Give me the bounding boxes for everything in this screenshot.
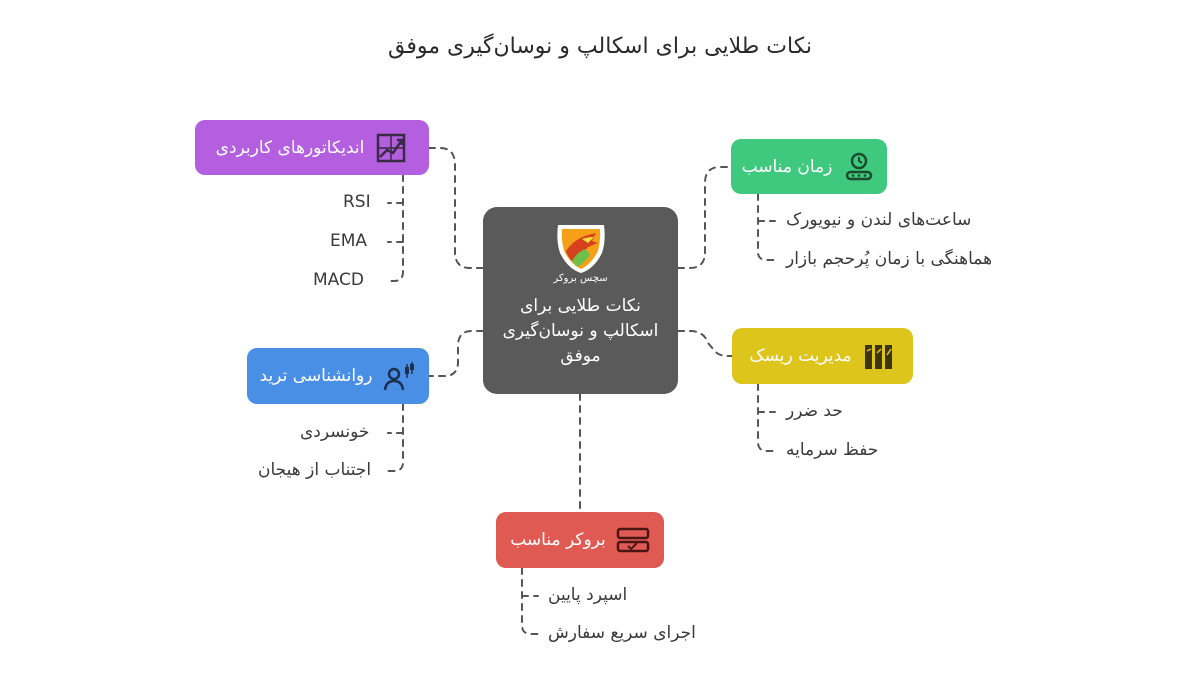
connector-timing-leaves xyxy=(757,193,776,261)
leaf-ema: EMA xyxy=(330,231,368,251)
central-topic-text: نکات طلایی برای اسکالپ و نوسان‌گیری موفق xyxy=(502,296,659,366)
connector-risk xyxy=(677,330,733,357)
leaf-macd: MACD xyxy=(313,270,364,290)
node-broker-label: بروکر مناسب xyxy=(510,530,606,550)
leaf-low-spread: اسپرد پایین xyxy=(548,585,628,605)
node-risk-management: مدیریت ریسک xyxy=(732,328,913,384)
broker-card-icon xyxy=(616,523,650,557)
node-risk-label: مدیریت ریسک xyxy=(749,346,852,366)
node-psychology-label: روانشناسی ترید xyxy=(259,366,373,386)
leaf-london-newyork: ساعت‌های لندن و نیویورک xyxy=(786,210,972,230)
connector-risk-leaves xyxy=(757,383,776,452)
leaf-calmness: خونسردی xyxy=(300,422,370,442)
clock-conveyor-icon xyxy=(842,150,876,184)
connector-indicators xyxy=(428,147,484,269)
node-indicators-label: اندیکاتورهای کاربردی xyxy=(215,137,365,158)
leaf-high-volume-time: هماهنگی با زمان پُرحجم بازار xyxy=(786,249,993,269)
connector-psychology xyxy=(428,330,484,377)
node-timing: زمان مناسب xyxy=(731,139,887,194)
leaf-fast-execution: اجرای سریع سفارش xyxy=(548,623,696,643)
trader-person-icon xyxy=(382,359,416,393)
node-psychology: روانشناسی ترید xyxy=(247,348,429,404)
brand-logo-text: سچس بروکر xyxy=(553,273,608,284)
connector-broker-leaves xyxy=(521,567,539,635)
node-indicators: اندیکاتورهای کاربردی xyxy=(195,120,429,175)
page-title: نکات طلایی برای اسکالپ و نوسان‌گیری موفق xyxy=(388,34,812,59)
connector-indicators-leaves xyxy=(387,174,404,282)
leaf-rsi: RSI xyxy=(343,192,371,212)
central-topic-node: سچس بروکر نکات طلایی برای اسکالپ و نوسان… xyxy=(483,207,678,394)
node-timing-label: زمان مناسب xyxy=(741,156,833,177)
chart-growth-icon xyxy=(374,131,408,165)
strategy-blocks-icon xyxy=(862,339,896,373)
leaf-capital-preservation: حفظ سرمایه xyxy=(786,440,879,460)
brand-logo-icon xyxy=(556,225,605,273)
leaf-stop-loss: حد ضرر xyxy=(786,401,843,421)
leaf-avoid-excitement: اجتناب از هیجان xyxy=(258,460,372,480)
connector-timing xyxy=(677,166,732,269)
connector-psychology-leaves xyxy=(387,403,404,472)
node-broker: بروکر مناسب xyxy=(496,512,664,568)
